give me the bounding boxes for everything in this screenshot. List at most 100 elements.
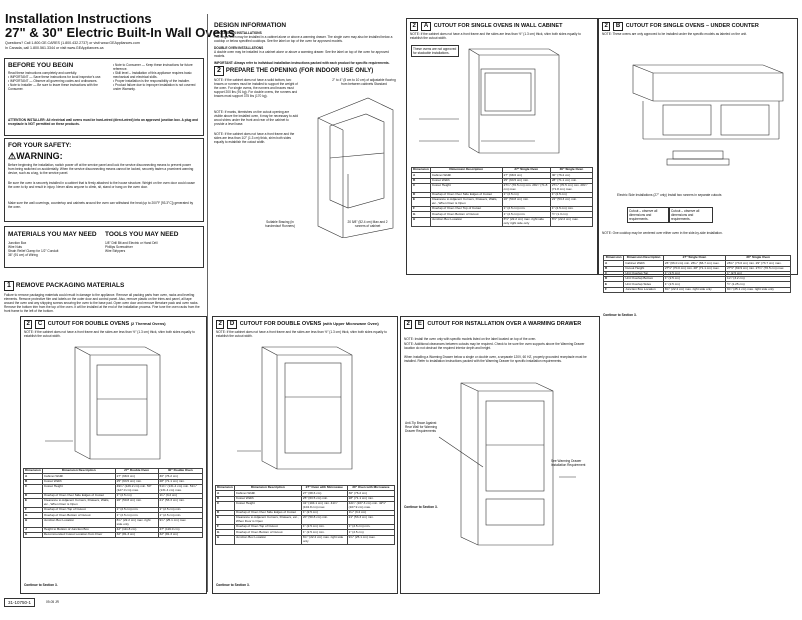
safety-line: Be sure the oven is securely installed i…	[8, 181, 195, 189]
box-2c-heading: CUTOUT FOR DOUBLE OVENS	[47, 321, 130, 327]
table-cell: 21" (53.3 cm) min.	[549, 197, 594, 208]
box-2e-note: NOTE: Install the oven only with specifi…	[404, 337, 537, 341]
material-item: Wire Nuts	[8, 245, 22, 249]
print-date: 09-05 JR	[46, 600, 59, 604]
step-number: 2	[24, 320, 33, 329]
box-2b-callout2: Cutout – observe all dimensions and requ…	[669, 207, 713, 223]
box-2e-note2: NOTE: Additional clearances between cuto…	[404, 342, 585, 350]
table-cell: 28" (71.1 cm) min.	[549, 177, 594, 184]
table-cell: 6½" (22.2 cm) max.	[549, 216, 594, 227]
design-info-section: DESIGN INFORMATION SINGLE OVEN INSTALLAT…	[214, 22, 400, 65]
step-number: 2	[404, 320, 413, 329]
table-cell: E	[215, 515, 235, 526]
step2-note2: NOTE: If marks, blemishes on the cutout …	[214, 110, 298, 126]
table-cell: 27¾" (70.5 cm) min. 28¼" (71.8 cm) max.	[501, 182, 551, 193]
table-cell: 32" (81.3 cm)	[114, 532, 159, 539]
box-2d-heading: CUTOUT FOR DOUBLE OVENS	[239, 321, 322, 327]
step-letter: E	[415, 320, 425, 329]
safety-box: FOR YOUR SAFETY: ⚠WARNING: Before beginn…	[4, 138, 204, 222]
table-cell: 49¾" (126.2 cm) min. 50" (127.0 cm) max.	[114, 483, 159, 494]
under-counter-diagram	[632, 64, 784, 166]
before-line: • Note to Installer — Be sure to leave t…	[8, 83, 98, 91]
table-cell: Clearance to Adjacent Corners, Drawers, …	[41, 498, 116, 509]
box-2c-continue: Continue to Section 3.	[24, 583, 58, 587]
table-cell: C	[411, 182, 431, 193]
design-sub1: SINGLE OVEN INSTALLATIONS	[214, 31, 262, 35]
before-you-begin-heading: BEFORE YOU BEGIN	[8, 62, 74, 69]
materials-tools-box: MATERIALS YOU MAY NEED Junction Box Wire…	[4, 226, 204, 268]
material-item: 36" (91 cm) of Wiring	[8, 253, 38, 257]
double-oven-diagram	[45, 346, 161, 460]
before-line: • Note to Consumer — Keep these instruct…	[113, 63, 193, 71]
table-cell: 1¼" (3.2 cm)	[157, 492, 204, 500]
table-cell: 6½" (22.2 cm) max. right side only right…	[501, 216, 551, 227]
safety-line: Make sure the wall coverings, countertop…	[8, 201, 194, 209]
tools-heading: TOOLS YOU MAY NEED	[105, 231, 179, 238]
step-number: 2	[214, 66, 224, 76]
table-cell: Cutout Height	[429, 182, 503, 193]
before-line: • Skill level – Installation of this app…	[113, 71, 192, 79]
box-2b-table: Dimension Dimension Description 27" Sing…	[602, 254, 791, 294]
table-cell: Cutout Width	[233, 495, 302, 502]
box-2a-note: NOTE: If the cabinet does not have a fro…	[410, 32, 581, 40]
before-line: Read these instructions completely and c…	[8, 71, 78, 75]
supports-label: Suitable Bracing (in hundredsof Runners)	[265, 220, 295, 228]
table-cell: H	[23, 517, 43, 528]
before-right-list: • Note to Consumer — Keep these instruct…	[113, 63, 199, 91]
prepare-opening-diagram	[317, 97, 394, 238]
design-heading: DESIGN INFORMATION	[214, 22, 287, 29]
table-cell: Overlap of Oven Bottom of Cutout	[41, 512, 116, 519]
shim-label: 2" to 4" (5 cm to 10 cm) of adjustable f…	[332, 78, 396, 86]
box-2d-note: NOTE: If the cabinet does not have a fro…	[216, 330, 387, 338]
table-cell: 27¾" (70.5 cm) min. 28¼" (71.8 cm) max.	[549, 182, 594, 193]
table-cell: Clearance to Adjacent Corners, Drawers, …	[233, 515, 302, 526]
tool-item: Wire Strippers	[105, 249, 126, 253]
table-cell: Junction Box Location	[623, 286, 664, 294]
table-cell: 8¾" (22.2 cm) max. right side only	[662, 286, 727, 294]
table-cell: H	[411, 216, 431, 227]
step-letter: C	[35, 320, 45, 329]
before-line: • Product failure due to improper instal…	[113, 83, 196, 91]
before-line: • IMPORTANT — Save these instructions fo…	[8, 75, 102, 79]
table-cell: Overlap of Oven Bottom of Cutout	[233, 529, 302, 536]
step1-heading: REMOVE PACKAGING MATERIALS	[15, 282, 125, 289]
step-letter: B	[613, 22, 623, 31]
canada-line: In Canada, call 1.800.561.3344 or visit …	[5, 46, 104, 50]
table-cell: F	[602, 286, 625, 294]
materials-list: Junction Box Wire Nuts Strain Relief Cla…	[8, 241, 58, 257]
table-cell: Cutout Width	[41, 478, 116, 485]
box-2e-heading: CUTOUT FOR INSTALLATION OVER A WARMING D…	[427, 321, 582, 327]
table-cell: 32" (81.3 cm)	[157, 532, 204, 539]
box-2d-table: Dimension Dimension Description 27" Oven…	[215, 484, 396, 545]
table-cell: C	[23, 483, 43, 494]
table-cell: 51¾" (131.4 cm) min. 51¾" (131.4 cm) max…	[157, 483, 204, 494]
box-2b-callout1: Cutout – observe all dimensions and requ…	[627, 207, 669, 223]
warning-triangle-icon: ⚠	[8, 151, 17, 161]
before-line: • Proper installation is the responsibil…	[113, 79, 190, 83]
box-2c-note: NOTE: If the cabinet does not have a fro…	[24, 330, 195, 338]
step-letter: D	[227, 320, 237, 329]
box-2b-continue: Continue to Section 3.	[603, 313, 637, 317]
table-cell: H	[215, 534, 235, 545]
box-2b-caption: Electric Side Installations (27" only) I…	[617, 193, 722, 197]
table-cell: 9¾" (25.1 cm) max.	[157, 517, 204, 528]
tool-item: Phillips Screwdriver	[105, 245, 133, 249]
